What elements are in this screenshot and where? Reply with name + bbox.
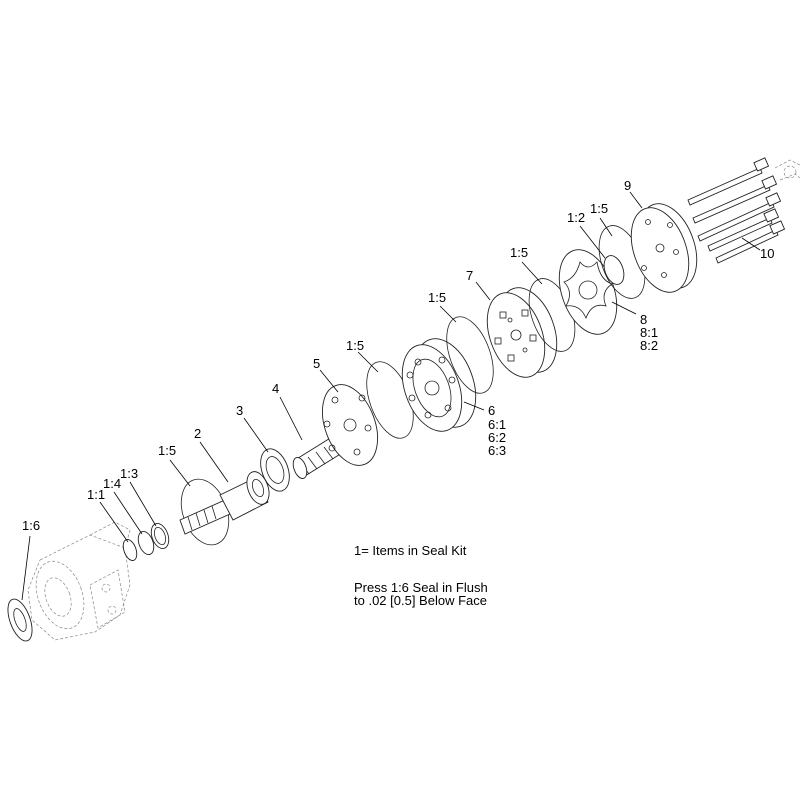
seal-kit-note: 1= Items in Seal Kit <box>354 543 467 558</box>
label-3: 3 <box>236 403 243 418</box>
label-10: 10 <box>760 246 774 261</box>
output-shaft <box>179 471 270 535</box>
seal-1-2 <box>603 255 625 285</box>
label-8: 8 <box>640 312 647 327</box>
label-1-6: 1:6 <box>22 518 40 533</box>
leader-lines <box>21 191 761 601</box>
wear-plate <box>322 384 378 466</box>
label-6-3: 6:3 <box>488 443 506 458</box>
rotor-set <box>401 338 477 432</box>
label-1-5-d: 1:5 <box>510 245 528 260</box>
label-1-1: 1:1 <box>87 487 105 502</box>
label-6-1: 6:1 <box>488 417 506 432</box>
label-4: 4 <box>272 381 279 396</box>
end-cover <box>630 203 698 293</box>
oring-1-5-c <box>446 316 494 394</box>
callout-labels: 1:6 1:1 1:4 1:3 1:5 2 3 4 5 1:5 6 6:1 6:… <box>22 178 774 533</box>
valve-housing <box>558 249 618 335</box>
label-1-2: 1:2 <box>567 210 585 225</box>
label-2: 2 <box>194 426 201 441</box>
label-1-5-a: 1:5 <box>158 443 176 458</box>
ring-1-3 <box>150 523 170 549</box>
thrust-bearing <box>260 448 290 492</box>
label-6-2: 6:2 <box>488 430 506 445</box>
press-note-line-2: to .02 [0.5] Below Face <box>354 593 487 608</box>
press-note-line-1: Press 1:6 Seal in Flush <box>354 580 488 595</box>
label-8-1: 8:1 <box>640 325 658 340</box>
label-7: 7 <box>466 268 473 283</box>
bolts <box>687 157 786 264</box>
label-1-5-b: 1:5 <box>346 338 364 353</box>
label-1-3: 1:3 <box>120 466 138 481</box>
ring-1-4 <box>137 531 155 555</box>
label-9: 9 <box>624 178 631 193</box>
label-1-5-c: 1:5 <box>428 290 446 305</box>
label-1-5-e: 1:5 <box>590 201 608 216</box>
ring-1-1 <box>122 539 138 561</box>
label-8-2: 8:2 <box>640 338 658 353</box>
diagram-notes: 1= Items in Seal Kit Press 1:6 Seal in F… <box>354 543 488 608</box>
valve-plate <box>486 287 558 378</box>
label-1-4: 1:4 <box>103 476 121 491</box>
adjacent-part-partial <box>774 159 800 181</box>
seal-1-6 <box>7 598 33 642</box>
label-6: 6 <box>488 403 495 418</box>
motor-housing <box>27 521 131 641</box>
label-5: 5 <box>313 356 320 371</box>
